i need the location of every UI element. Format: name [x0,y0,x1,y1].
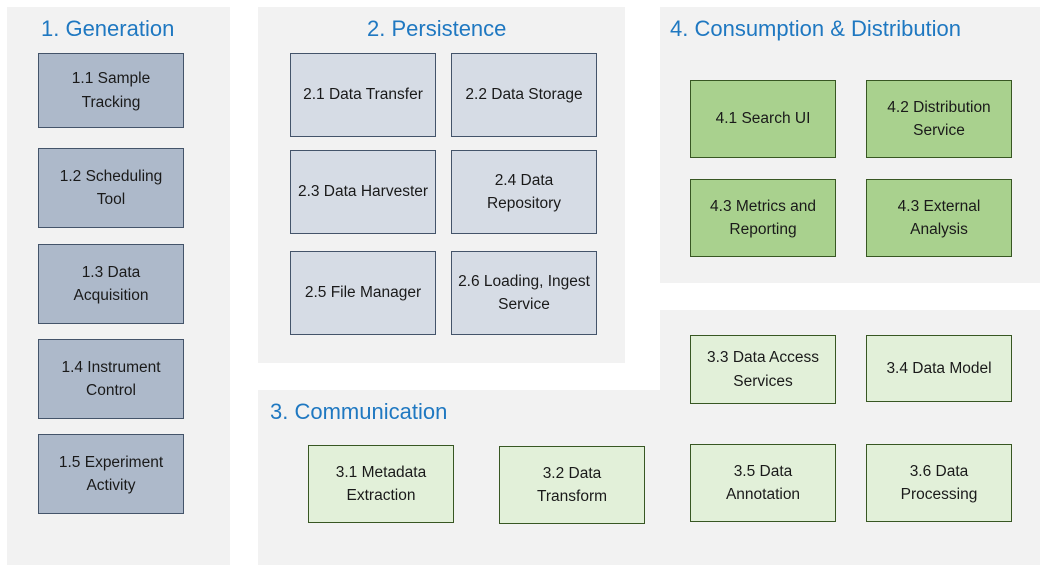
box-label: 4.2 Distribution Service [887,98,991,139]
box-metrics-and-reporting: 4.3 Metrics and Reporting [690,179,836,257]
persistence-title: 2. Persistence [367,16,507,41]
box-data-repository: 2.4 Data Repository [451,150,597,234]
box-label: 4.3 Metrics and Reporting [710,197,816,238]
box-label: 1.4 Instrument Control [61,358,161,399]
box-file-manager: 2.5 File Manager [290,251,436,335]
box-label: 1.5 Experiment Activity [58,453,164,494]
box-label: 2.2 Data Storage [465,86,583,104]
box-data-storage: 2.2 Data Storage [451,53,597,137]
box-scheduling-tool: 1.2 Scheduling Tool [38,148,184,228]
box-label: 1.2 Scheduling Tool [59,167,163,208]
box-external-analysis: 4.3 External Analysis [866,179,1012,257]
box-label: 2.4 Data Repository [486,171,562,212]
box-label: 3.4 Data Model [886,359,992,377]
box-label: 2.5 File Manager [304,284,422,302]
consumption-title: 4. Consumption & Distribution [670,16,962,41]
box-label: 4.1 Search UI [715,110,811,128]
box-label: 2.6 Loading, Ingest Service [458,272,590,313]
box-label: 3.2 Data Transform [536,464,608,505]
communication-title: 3. Communication [270,399,448,424]
box-data-annotation: 3.5 Data Annotation [690,444,836,522]
box-distribution-service: 4.2 Distribution Service [866,80,1012,158]
box-data-processing: 3.6 Data Processing [866,444,1012,522]
box-instrument-control: 1.4 Instrument Control [38,339,184,419]
box-label: 3.5 Data Annotation [725,462,801,503]
box-label: 3.3 Data Access Services [706,349,819,390]
box-label: 1.3 Data Acquisition [73,263,149,304]
box-data-acquisition: 1.3 Data Acquisition [38,244,184,324]
box-label: 4.3 External Analysis [897,197,981,238]
box-label: 2.1 Data Transfer [303,86,423,104]
box-label: 1.1 Sample Tracking [71,70,151,111]
box-loading-ingest-service: 2.6 Loading, Ingest Service [451,251,597,335]
box-label: 2.3 Data Harvester [297,183,429,201]
box-data-model: 3.4 Data Model [866,335,1012,402]
box-experiment-activity: 1.5 Experiment Activity [38,434,184,514]
generation-title: 1. Generation [41,16,175,41]
box-data-transfer: 2.1 Data Transfer [290,53,436,137]
box-metadata-extraction: 3.1 Metadata Extraction [308,445,454,523]
box-label: 3.6 Data Processing [900,462,978,503]
box-data-harvester: 2.3 Data Harvester [290,150,436,234]
box-label: 3.1 Metadata Extraction [335,463,427,504]
box-sample-tracking: 1.1 Sample Tracking [38,53,184,128]
box-data-transform: 3.2 Data Transform [499,446,645,524]
box-data-access-services: 3.3 Data Access Services [690,335,836,404]
box-search-ui: 4.1 Search UI [690,80,836,158]
